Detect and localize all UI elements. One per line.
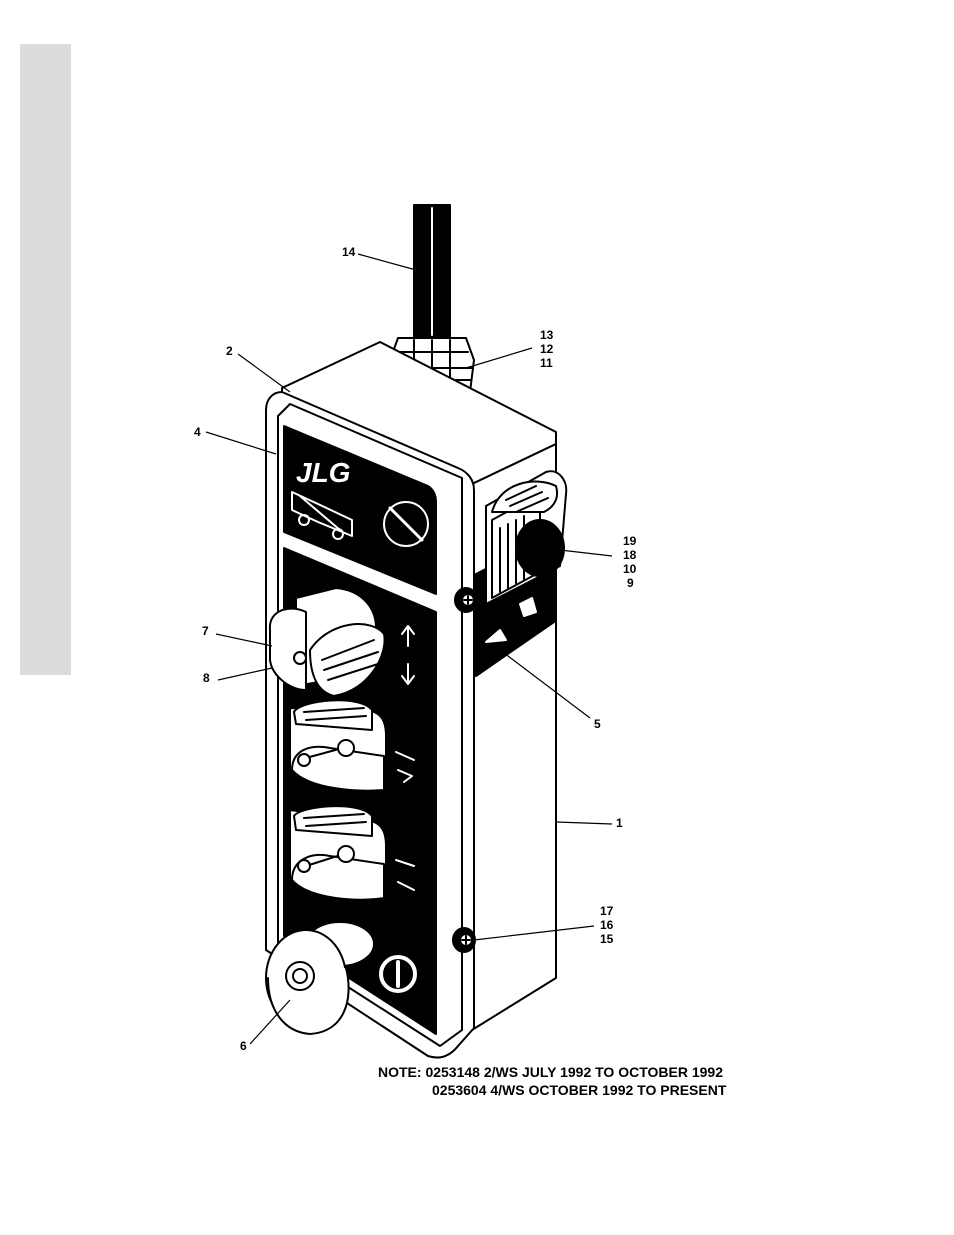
callout-7: 7	[202, 624, 209, 638]
callout-14: 14	[342, 245, 355, 259]
callout-9: 9	[627, 576, 634, 590]
callout-16: 16	[600, 918, 613, 932]
callout-1: 1	[616, 816, 623, 830]
callout-2: 2	[226, 344, 233, 358]
callout-17: 17	[600, 904, 613, 918]
callout-19: 19	[623, 534, 636, 548]
cable	[414, 205, 450, 340]
screw-lower	[453, 928, 475, 952]
jlg-logo: JLG	[296, 457, 350, 488]
callout-18: 18	[623, 548, 636, 562]
callout-5: 5	[594, 717, 601, 731]
callout-11: 11	[540, 356, 553, 370]
power-symbol-icon	[380, 956, 416, 992]
toggle-switch-3	[290, 806, 386, 900]
note-line-2: 0253604 4/WS OCTOBER 1992 TO PRESENT	[432, 1081, 726, 1099]
callout-12: 12	[540, 342, 553, 356]
screw-upper	[455, 588, 477, 612]
callout-6: 6	[240, 1039, 247, 1053]
note-line-1: NOTE: 0253148 2/WS JULY 1992 TO OCTOBER …	[378, 1063, 723, 1081]
callout-4: 4	[194, 425, 201, 439]
toggle-switch-2	[290, 700, 386, 790]
callout-15: 15	[600, 932, 613, 946]
callout-10: 10	[623, 562, 636, 576]
callout-13: 13	[540, 328, 553, 342]
callout-8: 8	[203, 671, 210, 685]
